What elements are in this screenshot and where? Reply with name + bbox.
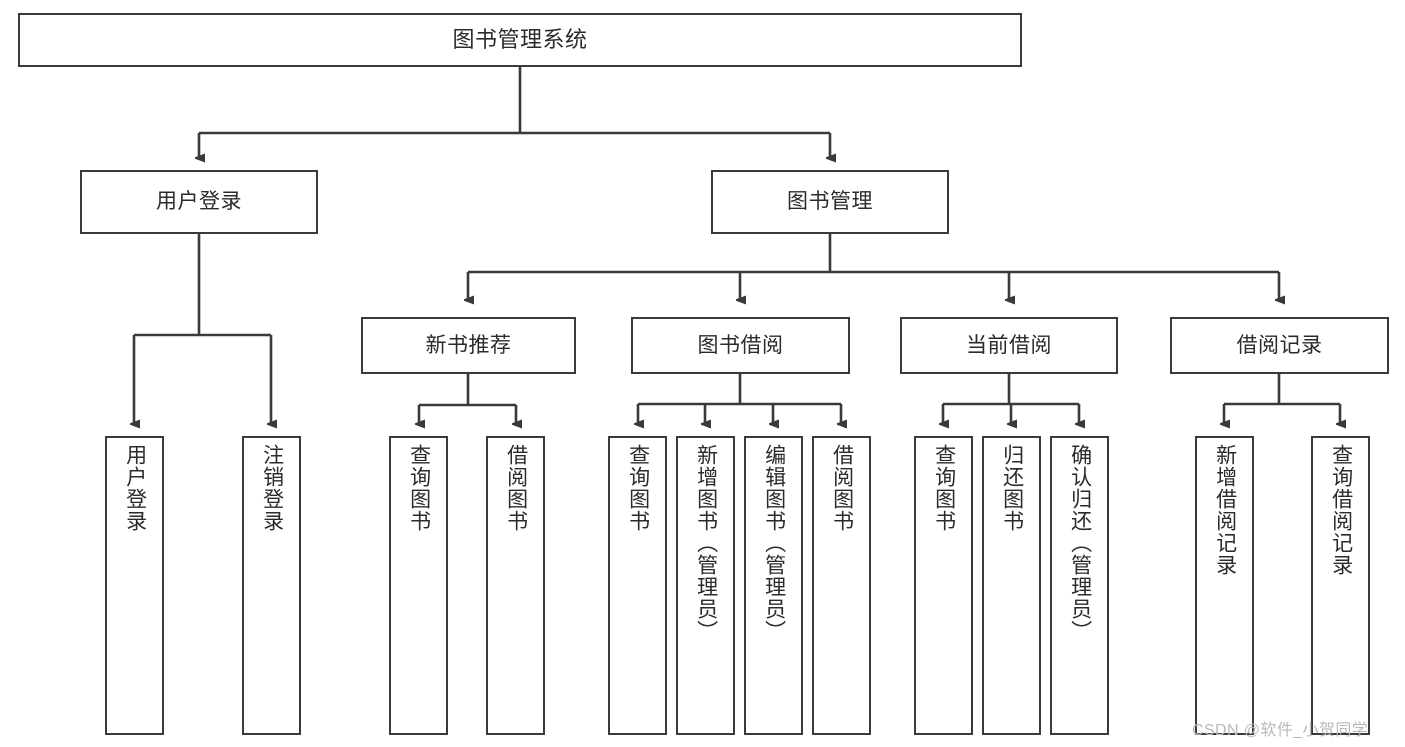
leaf-borrow-record-query[interactable]: 查询借阅记录 [1311,436,1370,735]
node-root-system[interactable]: 图书管理系统 [18,13,1022,67]
node-label: 当前借阅 [966,333,1052,357]
leaf-current-borrow-query[interactable]: 查询图书 [914,436,973,735]
node-book-management[interactable]: 图书管理 [711,170,949,234]
node-label: 归还图书 [1000,444,1024,532]
leaf-current-borrow-return[interactable]: 归还图书 [982,436,1041,735]
leaf-book-borrow-add[interactable]: 新增图书（管理员） [676,436,735,735]
node-label: 查询图书 [932,444,956,532]
node-label: 注销登录 [260,444,284,532]
node-label: 图书管理 [787,190,873,214]
node-label: 用户登录 [156,190,242,214]
node-label: 查询图书 [407,444,431,532]
node-label: 新增借阅记录 [1213,444,1237,576]
node-current-borrow[interactable]: 当前借阅 [900,317,1118,374]
leaf-book-borrow-query[interactable]: 查询图书 [608,436,667,735]
node-label: 查询图书 [626,444,650,532]
leaf-book-borrow-borrow[interactable]: 借阅图书 [812,436,871,735]
leaf-user-login-logout[interactable]: 注销登录 [242,436,301,735]
node-label: 图书管理系统 [452,26,588,52]
node-label: 借阅图书 [830,444,854,532]
node-label: 新增图书（管理员） [694,444,718,642]
leaf-new-book-borrow[interactable]: 借阅图书 [486,436,545,735]
node-label: 新书推荐 [425,333,512,357]
leaf-user-login-login[interactable]: 用户登录 [105,436,164,735]
node-label: 确认归还（管理员） [1068,444,1092,642]
node-book-borrow[interactable]: 图书借阅 [631,317,850,374]
node-label: 查询借阅记录 [1329,444,1353,576]
leaf-current-borrow-confirm-return[interactable]: 确认归还（管理员） [1050,436,1109,735]
node-user-login[interactable]: 用户登录 [80,170,318,234]
watermark-text: CSDN @软件_小贺同学 [1192,722,1369,739]
node-label: 图书借阅 [697,333,784,357]
node-new-book-recommend[interactable]: 新书推荐 [361,317,576,374]
node-label: 借阅图书 [504,444,528,532]
node-label: 用户登录 [123,444,147,532]
leaf-new-book-query[interactable]: 查询图书 [389,436,448,735]
node-label: 借阅记录 [1236,333,1323,357]
node-borrow-record[interactable]: 借阅记录 [1170,317,1389,374]
leaf-borrow-record-add[interactable]: 新增借阅记录 [1195,436,1254,735]
leaf-book-borrow-edit[interactable]: 编辑图书（管理员） [744,436,803,735]
node-label: 编辑图书（管理员） [762,444,786,642]
